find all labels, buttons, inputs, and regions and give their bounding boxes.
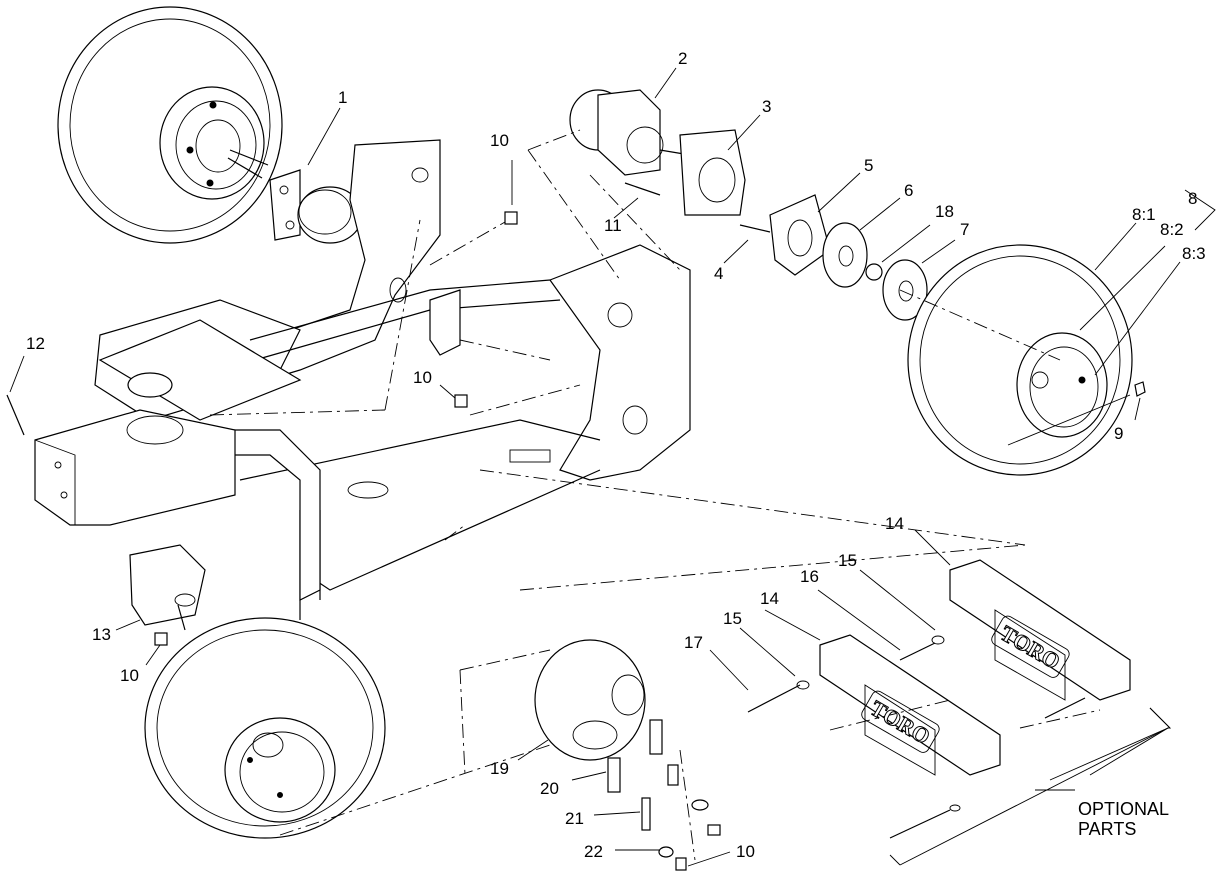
callout-10-top: 10 — [490, 131, 509, 150]
callout-10-left: 10 — [120, 666, 139, 685]
optional-parts-line-1: OPTIONAL — [1078, 799, 1170, 819]
callout-4: 4 — [714, 264, 724, 283]
callout-11: 11 — [604, 216, 622, 235]
callout-2: 2 — [678, 49, 688, 68]
callout-22: 22 — [584, 842, 603, 861]
optional-weights — [747, 559, 1131, 839]
callout-8-2: 8:2 — [1160, 220, 1184, 239]
callout-12: 12 — [26, 334, 45, 353]
callout-3: 3 — [762, 97, 772, 116]
callout-1: 1 — [338, 88, 348, 107]
callout-13: 13 — [92, 625, 111, 644]
optional-parts-line-2: PARTS — [1078, 818, 1137, 839]
wheel-motor-right — [569, 89, 746, 216]
callout-8-1: 8:1 — [1132, 205, 1156, 224]
callout-8-3: 8:3 — [1182, 244, 1206, 263]
fasteners — [6, 182, 661, 646]
callout-9: 9 — [1114, 424, 1124, 443]
callout-5: 5 — [864, 156, 874, 175]
callout-18: 18 — [935, 202, 954, 221]
leader-lines — [9, 67, 1216, 867]
optional-parts-label: OPTIONAL PARTS — [1078, 799, 1170, 840]
callout-14-upper: 14 — [885, 514, 904, 533]
callout-15-lower: 15 — [723, 609, 742, 628]
callout-16: 16 — [800, 567, 819, 586]
callout-8: 8 — [1188, 189, 1198, 208]
wheel-bottom-left — [144, 617, 386, 839]
callout-14-lower: 14 — [760, 589, 779, 608]
counter-weight — [534, 639, 721, 871]
wheel-right — [907, 244, 1146, 476]
callout-19: 19 — [490, 759, 509, 778]
callout-6: 6 — [904, 181, 914, 200]
callout-21: 21 — [565, 809, 584, 828]
callout-20: 20 — [540, 779, 559, 798]
callout-7: 7 — [960, 220, 970, 239]
assembly-lines — [209, 129, 1101, 861]
front-caster-assembly — [34, 319, 302, 631]
callout-17: 17 — [684, 633, 703, 652]
wheel-top-left — [57, 6, 283, 244]
wheel-motor-left — [269, 169, 363, 244]
callout-10-bottom: 10 — [736, 842, 755, 861]
callout-10-middle: 10 — [413, 368, 432, 387]
hub-components — [739, 194, 928, 321]
callout-15-upper: 15 — [838, 551, 857, 570]
